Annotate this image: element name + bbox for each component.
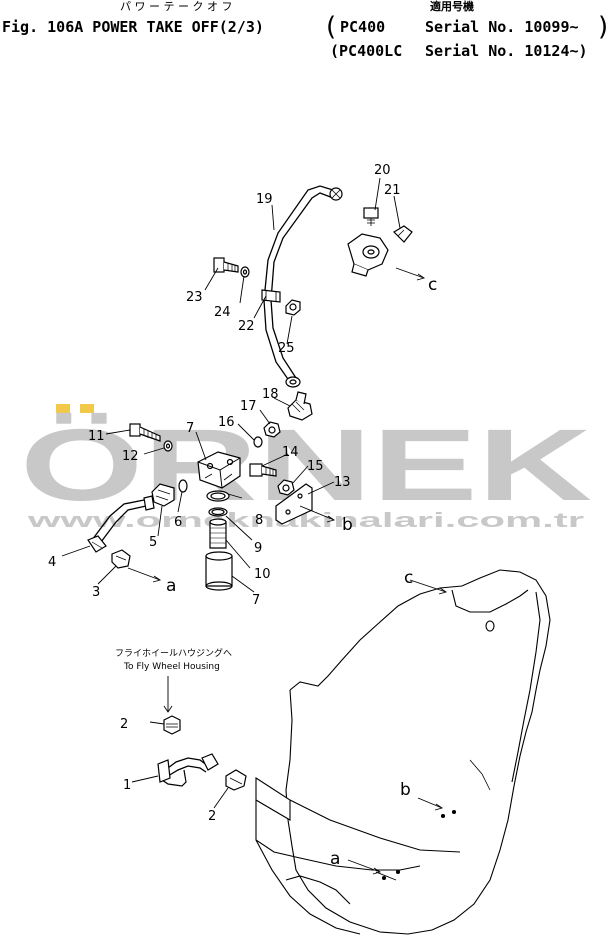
callout-24: 24 [214,305,231,320]
title-kana: パ ワ ー テ ー ク オ フ [120,0,233,13]
callout-11: 11 [88,429,105,444]
callout-2: 2 [208,809,216,824]
part-12-washer [163,440,173,452]
pressure-switch-body [347,233,389,277]
callout-22: 22 [238,319,255,334]
part-8-oring [206,490,230,502]
part-20-fitting [363,207,379,226]
callout-17: 17 [240,399,257,414]
reference-letters: a a b b c c [166,275,437,869]
callout-20: 20 [374,163,391,178]
part-15-nut [277,479,295,496]
serial-2: Serial No. 10124~) [425,42,588,60]
model-1: PC400 [340,18,386,36]
callout-4: 4 [48,555,56,570]
callout-12: 12 [122,449,139,464]
part-25-nut [285,299,301,316]
part-23-bolt [213,257,239,273]
callout-labels: 1 2 2 3 4 5 6 7 7 8 9 10 11 12 13 14 15 … [48,163,401,824]
ref-letter-b: b [400,780,411,800]
callout-1: 1 [123,778,131,793]
callout-16: 16 [218,415,235,430]
callout-3: 3 [92,585,100,600]
flywheel-note: フライホイールハウジングへ To Fly Wheel Housing [115,647,232,672]
part-1-tube [157,753,219,787]
part-5-connector [151,483,175,507]
part-2-adapter-upper [163,715,181,735]
callout-15: 15 [307,459,324,474]
paren-close-icon: ) [598,12,609,42]
callout-9: 9 [254,541,262,556]
part-2-adapter-lower [225,769,247,791]
part-7-filter-head [197,451,241,489]
callout-10: 10 [254,567,271,582]
part-16-oring [253,436,263,448]
part-4-hose [87,495,155,553]
part-13-bracket [275,483,313,525]
callout-5: 5 [149,535,157,550]
model-2: (PC400LC [330,42,403,60]
callout-19: 19 [256,192,273,207]
ref-letter-a: a [166,576,176,596]
callout-18: 18 [262,387,279,402]
part-7-filter-case [205,551,233,591]
callout-7: 7 [186,421,194,436]
note-kana: フライホイールハウジングへ [115,647,232,659]
callout-23: 23 [186,290,203,305]
callout-13: 13 [334,475,351,490]
part-10-element [209,518,227,549]
part-21-connector [393,225,413,243]
ref-letter-c: c [428,275,437,295]
applicable-kana: 適用号機 [430,0,474,13]
callout-21: 21 [384,183,401,198]
part-3-adapter [111,549,131,569]
part-9-oring [208,507,228,517]
callout-7: 7 [252,593,260,608]
ref-letter-c: c [404,568,413,588]
paren-open-icon: ( [326,12,337,42]
note-english: To Fly Wheel Housing [123,662,220,672]
part-19-tube [263,185,343,388]
part-22-clip [261,289,281,303]
leader-lines [61,177,448,881]
part-11-bolt [129,423,161,442]
part-24-washer [240,266,250,278]
callout-8: 8 [255,513,263,528]
part-14-bolt [249,463,277,477]
callout-25: 25 [278,341,295,356]
ref-letter-a: a [330,849,340,869]
part-6-oring [178,479,188,493]
figure-title: Fig. 106A POWER TAKE OFF(2/3) [2,18,264,36]
callout-6: 6 [174,515,182,530]
ref-letter-b: b [342,515,353,535]
callout-14: 14 [282,445,299,460]
part-18-elbow [287,391,313,421]
part-17-nut [263,421,281,438]
serial-1: Serial No. 10099~ [425,18,579,36]
callout-2: 2 [120,717,128,732]
flywheel-housing [255,569,551,935]
